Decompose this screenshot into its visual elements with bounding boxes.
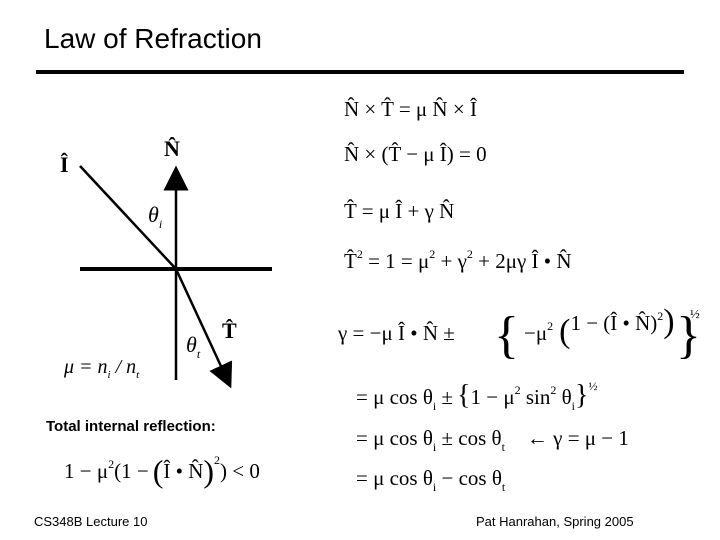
equation-gamma-left: γ = −μ Î • N̂ ± — [337, 321, 455, 345]
footer-course: CS348B Lecture 10 — [34, 514, 148, 529]
total-internal-reflection-heading: Total internal reflection: — [46, 418, 216, 435]
equation-total-internal-reflection: 1 − μ2(1 −(Î • N̂)2) < 0 — [64, 453, 260, 489]
slide-title: Law of Refraction — [44, 23, 262, 54]
theta-i-label: θi — [148, 202, 162, 231]
equation-t-squared: T̂2 = 1 = μ2 + γ2 + 2μγ Î • N̂ — [344, 247, 572, 273]
footer-author: Pat Hanrahan, Spring 2005 — [476, 514, 634, 529]
equation-cross-product: N̂ × T̂ = μ N̂ × Î — [344, 97, 477, 121]
transmitted-ray — [174, 268, 233, 389]
equation-cross-zero: N̂ × (T̂ − μ Î) = 0 — [344, 142, 487, 166]
brace-right-large: } — [676, 307, 701, 364]
mu-definition: μ = ni / nt — [63, 356, 140, 381]
incident-ray — [79, 165, 177, 270]
incident-label: Î — [60, 152, 69, 177]
equation-cos-sin: = μ cos θi ±{1 − μ2 sin2 θi}½ — [356, 379, 597, 413]
equation-gamma-power: ½ — [690, 306, 700, 321]
title-rule — [36, 70, 684, 74]
equation-t-decomposition: T̂ = μ Î + γ N̂ — [344, 199, 454, 223]
theta-t-label: θt — [186, 332, 201, 361]
equation-gamma-inner: −μ2(1 − (Î • N̂)2) — [524, 303, 675, 350]
transmitted-label: T̂ — [222, 318, 237, 343]
normal-label: N̂ — [164, 136, 180, 161]
equation-cos-cos: = μ cos θi ± cos θt← γ = μ − 1 — [356, 426, 629, 454]
equation-cos-difference: = μ cos θi − cos θt — [356, 466, 506, 494]
brace-left-large: { — [494, 307, 519, 364]
